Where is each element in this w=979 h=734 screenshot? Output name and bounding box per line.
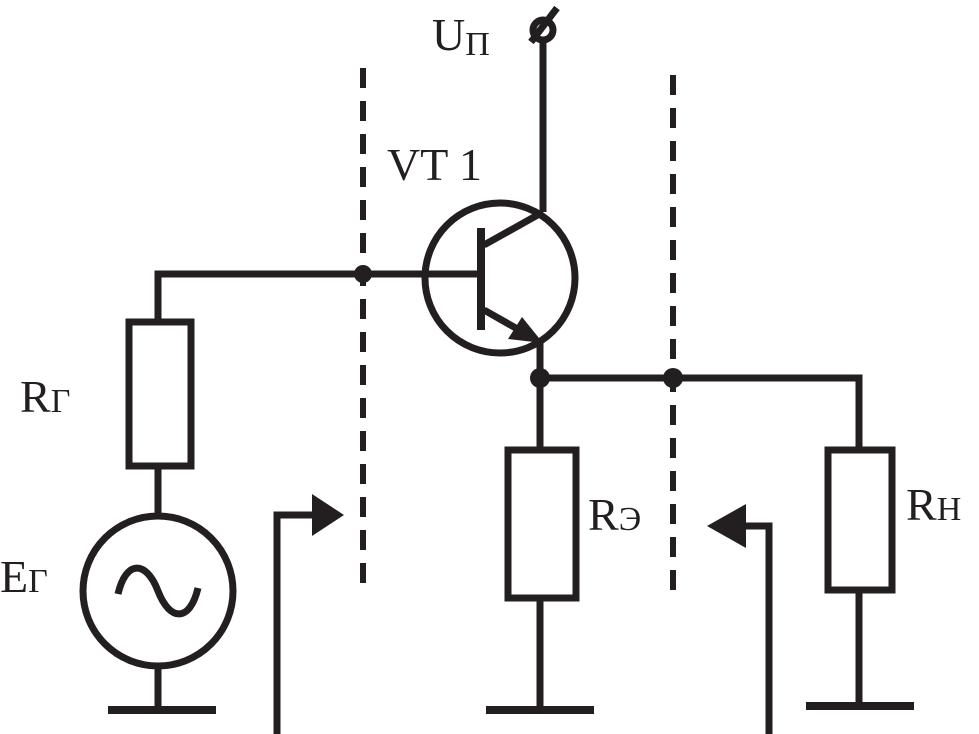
generator-source-label: EГ bbox=[0, 551, 48, 602]
supply-terminal bbox=[528, 5, 560, 212]
ac-source bbox=[79, 512, 237, 670]
load-resistor-label: RН bbox=[906, 479, 961, 530]
emitter-resistor bbox=[504, 446, 580, 602]
emitter-wire bbox=[530, 368, 863, 450]
output-impedance-arrow bbox=[707, 504, 773, 734]
input-impedance-arrow bbox=[273, 494, 344, 734]
supply-label: UП bbox=[432, 9, 490, 63]
transistor-label: VT 1 bbox=[387, 139, 482, 190]
generator-resistor bbox=[125, 318, 195, 470]
load-resistor bbox=[824, 446, 896, 594]
sine-wave-icon bbox=[114, 564, 202, 618]
emitter-resistor-label: RЭ bbox=[588, 489, 641, 540]
emitter-arrow bbox=[508, 317, 543, 343]
generator-resistor-label: RГ bbox=[20, 371, 70, 422]
emitter-node bbox=[530, 368, 550, 388]
transistor-vt1 bbox=[421, 199, 579, 378]
